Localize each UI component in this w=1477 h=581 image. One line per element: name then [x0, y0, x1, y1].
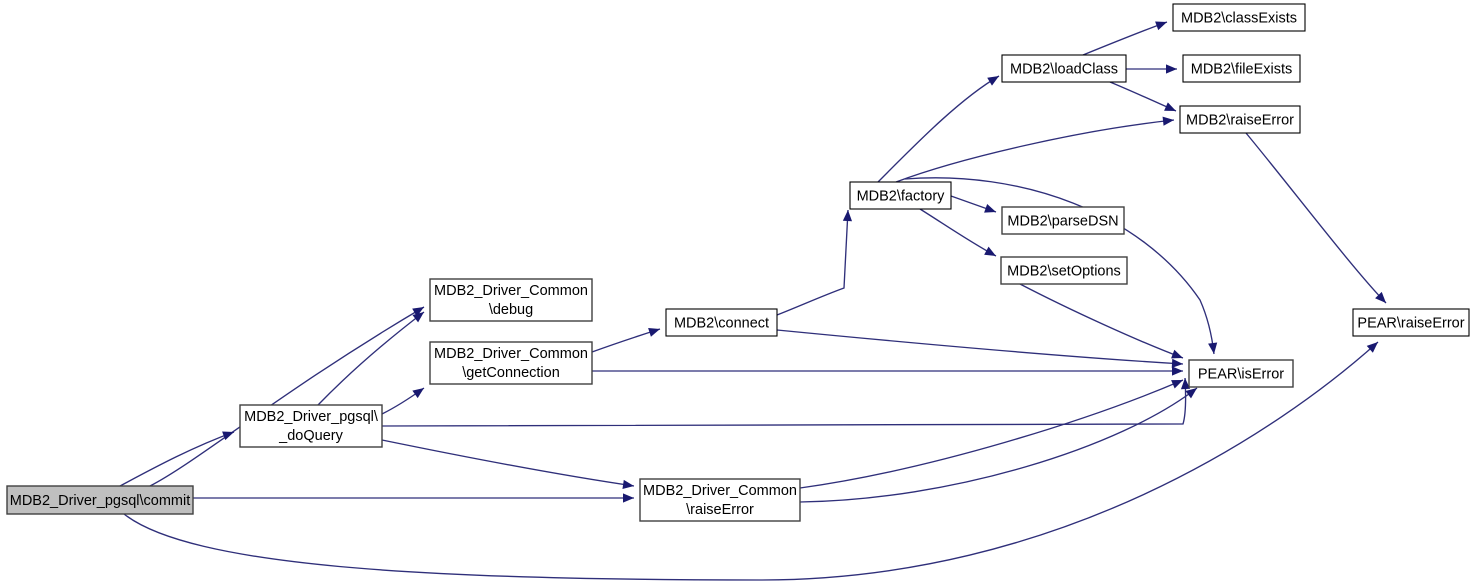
arrow-head-icon — [1166, 64, 1177, 74]
node-box[interactable] — [429, 278, 593, 322]
call-edge — [119, 431, 235, 487]
arrow-head-icon — [412, 307, 424, 317]
node-box[interactable] — [239, 404, 383, 448]
call-edge — [1082, 21, 1168, 56]
call-edge — [776, 329, 1184, 365]
node-label-line2: \raiseError — [686, 502, 754, 518]
arrow-head-icon — [1208, 342, 1218, 354]
graph-node-connect[interactable]: MDB2\connect — [665, 308, 778, 337]
graph-node-factory[interactable]: MDB2\factory — [849, 181, 952, 210]
call-edge — [149, 306, 425, 487]
node-box[interactable] — [1172, 3, 1306, 32]
arrow-head-icon — [1171, 358, 1183, 368]
node-box[interactable] — [1000, 256, 1128, 285]
node-label: MDB2\factory — [857, 188, 946, 204]
node-label: PEAR\isError — [1198, 366, 1284, 382]
node-layer: MDB2_Driver_pgsql\commit MDB2_Driver_Comm… — [6, 3, 1470, 522]
call-edge — [381, 377, 1187, 427]
node-box[interactable] — [6, 485, 194, 515]
node-label: MDB2\parseDSN — [1007, 213, 1118, 229]
node-box[interactable] — [429, 341, 593, 385]
call-edge — [799, 387, 1198, 503]
arrow-head-icon — [1164, 102, 1176, 111]
arrow-head-icon — [1171, 349, 1183, 359]
call-edge — [799, 379, 1184, 489]
call-edge — [895, 119, 1175, 183]
graph-node-debug[interactable]: MDB2_Driver_Common \debug — [429, 278, 593, 322]
call-edge — [1019, 283, 1184, 359]
node-box[interactable] — [1179, 105, 1301, 134]
node-label: MDB2\loadClass — [1010, 61, 1118, 77]
node-box[interactable] — [1182, 54, 1301, 83]
node-box[interactable] — [1001, 54, 1127, 83]
arrow-head-icon — [842, 210, 853, 222]
node-box[interactable] — [1188, 359, 1294, 388]
arrow-head-icon — [412, 388, 424, 399]
graph-node-parsedsn[interactable]: MDB2\parseDSN — [1001, 206, 1125, 235]
call-edge — [1245, 132, 1387, 304]
node-label: MDB2\classExists — [1181, 10, 1297, 26]
graph-node-commit[interactable]: MDB2_Driver_pgsql\commit — [6, 485, 194, 515]
graph-node-fileexists[interactable]: MDB2\fileExists — [1182, 54, 1301, 83]
call-edge — [381, 439, 635, 487]
call-edge — [904, 177, 1215, 355]
arrow-head-icon — [1185, 388, 1197, 399]
node-label-line2: \getConnection — [462, 365, 560, 381]
node-label-line1: MDB2_Driver_Common — [434, 346, 588, 362]
node-box[interactable] — [639, 478, 801, 522]
node-label: MDB2\raiseError — [1186, 112, 1294, 128]
arrow-head-icon — [984, 246, 996, 256]
graph-node-commonraise[interactable]: MDB2_Driver_Common \raiseError — [639, 478, 801, 522]
arrow-head-icon — [222, 431, 234, 441]
call-edge — [776, 209, 849, 316]
arrow-head-icon — [987, 76, 999, 86]
arrow-head-icon — [1172, 366, 1183, 376]
arrow-head-icon — [412, 312, 424, 323]
graph-node-isError[interactable]: PEAR\isError — [1188, 359, 1294, 388]
call-edge — [123, 341, 1379, 581]
graph-node-pearraise[interactable]: PEAR\raiseError — [1352, 308, 1470, 337]
node-label: MDB2\fileExists — [1191, 61, 1293, 77]
arrow-head-icon — [984, 203, 996, 213]
call-edge — [919, 208, 997, 257]
node-label: MDB2\setOptions — [1007, 263, 1121, 279]
arrow-head-icon — [1155, 21, 1167, 31]
node-box[interactable] — [665, 308, 778, 337]
arrow-head-icon — [1171, 380, 1183, 389]
call-edge — [877, 75, 1000, 183]
node-label: MDB2_Driver_pgsql\commit — [10, 493, 191, 509]
graph-node-setoptions[interactable]: MDB2\setOptions — [1000, 256, 1128, 285]
arrow-head-icon — [1180, 378, 1191, 390]
arrow-head-icon — [623, 493, 634, 503]
node-label: PEAR\raiseError — [1357, 315, 1464, 331]
graph-node-doquery[interactable]: MDB2_Driver_pgsql\ _doQuery — [239, 404, 383, 448]
call-edge — [317, 311, 425, 406]
node-label: MDB2\connect — [674, 315, 769, 331]
graph-node-loadclass[interactable]: MDB2\loadClass — [1001, 54, 1127, 83]
arrow-head-icon — [1375, 291, 1386, 303]
edge-layer — [119, 21, 1387, 581]
arrow-head-icon — [1366, 342, 1378, 353]
graph-node-mdb2raise[interactable]: MDB2\raiseError — [1179, 105, 1301, 134]
node-box[interactable] — [849, 181, 952, 210]
graph-node-getconnection[interactable]: MDB2_Driver_Common \getConnection — [429, 341, 593, 385]
arrow-head-icon — [1162, 116, 1174, 126]
node-box[interactable] — [1001, 206, 1125, 235]
arrow-head-icon — [648, 327, 660, 337]
node-label-line1: MDB2_Driver_pgsql\ — [244, 409, 379, 425]
arrow-head-icon — [622, 479, 634, 489]
node-label-line2: _doQuery — [278, 428, 343, 444]
node-box[interactable] — [1352, 308, 1470, 337]
graph-node-classexists[interactable]: MDB2\classExists — [1172, 3, 1306, 32]
node-label-line1: MDB2_Driver_Common — [434, 283, 588, 299]
node-label-line1: MDB2_Driver_Common — [643, 483, 797, 499]
node-label-line2: \debug — [489, 302, 533, 318]
